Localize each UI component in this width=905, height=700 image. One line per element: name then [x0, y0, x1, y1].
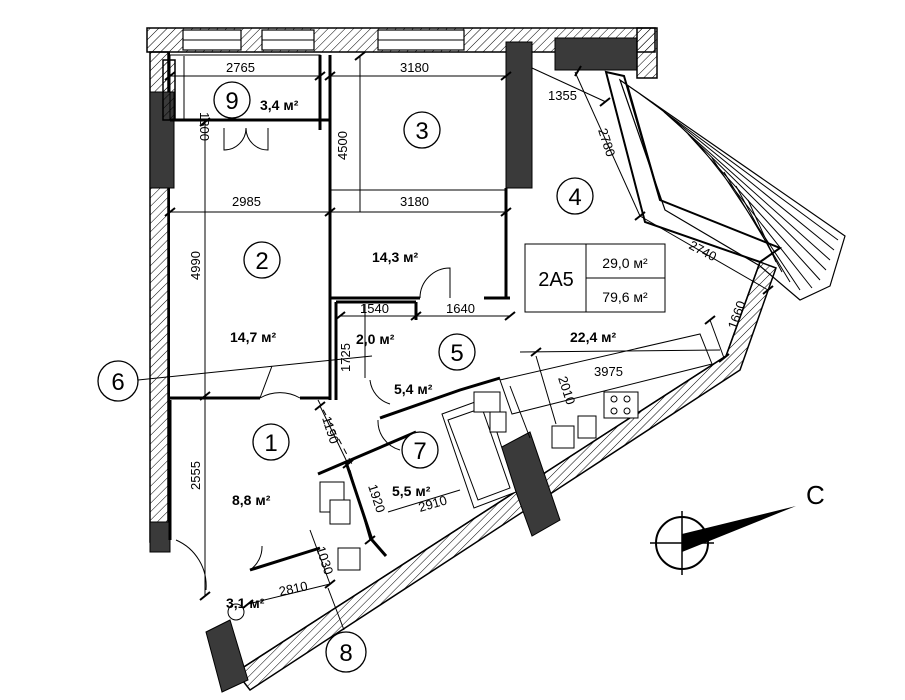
room-9-number: 9: [225, 88, 238, 115]
room-5-number: 5: [450, 340, 463, 367]
room-6-area: 2,0 м²: [356, 331, 395, 347]
room-4-number: 4: [568, 184, 581, 211]
room-6-number: 6: [111, 369, 124, 396]
room-marker-6: 6: [97, 360, 139, 402]
exterior-walls: [146, 27, 658, 553]
dim-1190: 1190: [319, 414, 342, 445]
room-2-number: 2: [255, 248, 268, 275]
dimension-lines: [137, 51, 774, 631]
room-markers: 9 3,4 м² 3 14,3 м² 4 22,4 м² 2 14,7 м² 5…: [97, 81, 616, 673]
room-4-area: 22,4 м²: [570, 329, 616, 345]
dim-1030: 1030: [313, 544, 336, 576]
compass-arrow-icon: [682, 506, 796, 552]
room-marker-8: 8: [325, 631, 367, 673]
dim-2765: 2765: [226, 60, 255, 75]
room-1-number: 1: [264, 430, 277, 457]
room-8-area: 3,1 м²: [226, 595, 265, 611]
compass-north-label: С: [806, 480, 825, 510]
dim-3975: 3975: [594, 364, 623, 379]
dim-3180-mid: 3180: [400, 194, 429, 209]
room-marker-2: 2: [243, 241, 281, 279]
room-3-area: 14,3 м²: [372, 249, 418, 265]
dim-1725: 1725: [338, 343, 353, 372]
room-7-number: 7: [413, 438, 426, 465]
total-area: 79,6 м²: [602, 289, 648, 305]
room-marker-3: 3: [403, 111, 441, 149]
doors: [175, 127, 451, 591]
dim-1355: 1355: [548, 88, 577, 103]
room-3-number: 3: [415, 118, 428, 145]
room-marker-4: 4: [556, 177, 594, 215]
living-area: 29,0 м²: [602, 255, 648, 271]
room-marker-7: 7: [401, 431, 439, 469]
dim-1540: 1540: [360, 301, 389, 316]
dim-2780: 2780: [595, 126, 618, 158]
dim-2010: 2010: [555, 374, 578, 406]
unit-code: 2A5: [538, 269, 574, 291]
room-2-area: 14,7 м²: [230, 329, 276, 345]
dim-3180-top: 3180: [400, 60, 429, 75]
room-marker-1: 1: [252, 423, 290, 461]
compass: С: [650, 480, 825, 575]
room-7-area: 5,5 м²: [392, 483, 431, 499]
dim-2985: 2985: [232, 194, 261, 209]
dim-2810: 2810: [278, 578, 309, 599]
fixtures: [227, 333, 713, 621]
room-9-area: 3,4 м²: [260, 97, 299, 113]
dim-4990: 4990: [188, 251, 203, 280]
dim-1640: 1640: [446, 301, 475, 316]
room-8-number: 8: [339, 640, 352, 667]
dim-1300: 1300: [197, 112, 212, 141]
room-1-area: 8,8 м²: [232, 492, 271, 508]
dim-1920: 1920: [365, 482, 388, 514]
room-5-area: 5,4 м²: [394, 381, 433, 397]
room-outlines: [169, 54, 506, 191]
unit-info-box: 2A5 29,0 м² 79,6 м²: [524, 243, 666, 313]
dim-2555: 2555: [188, 461, 203, 490]
dim-4500: 4500: [335, 131, 350, 160]
room-marker-9: 9: [213, 81, 251, 119]
room-marker-5: 5: [438, 333, 476, 371]
